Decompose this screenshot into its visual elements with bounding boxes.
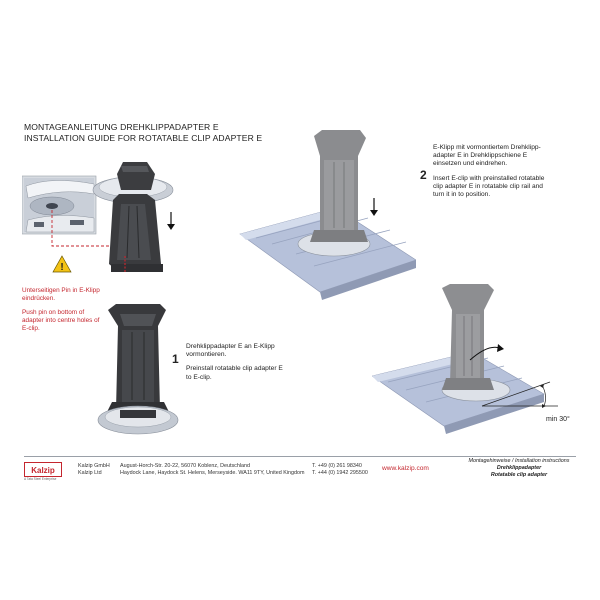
step2-german: E-Klipp mit vormontiertem Drehklipp-adap…: [433, 144, 541, 168]
step1-number: 1: [172, 352, 179, 366]
step1-english: Preinstall rotatable clip adapter E to E…: [186, 365, 283, 381]
rotation-arrow-icon: [469, 344, 504, 361]
address-uk: Haydock Lane, Haydock St. Helens, Mersey…: [120, 470, 305, 476]
clip-adapter-top-illustration: [92, 162, 175, 272]
step2-text: E-Klipp mit vormontiertem Drehklipp-adap…: [433, 144, 551, 205]
phone-uk: T. +44 (0) 1942 295500: [312, 470, 368, 476]
warning-note-english: Push pin on bottom of adapter into centr…: [22, 309, 100, 332]
doc-title-en: Rotatable clip adapter: [490, 472, 548, 478]
logo-subtitle: A Tata Steel Enterprise: [24, 477, 57, 481]
step1-illustration: [97, 304, 179, 435]
warning-note: Unterseitigen Pin in E-Klipp eindrücken.…: [22, 287, 102, 339]
svg-text:Kalzip: Kalzip: [31, 466, 55, 475]
footer-doc-info: Montagehinweise / Installation instructi…: [462, 458, 576, 479]
arrow-down-icon: [167, 212, 175, 230]
step3-illustration: [372, 284, 558, 434]
warning-note-german: Unterseitigen Pin in E-Klipp eindrücken.: [22, 287, 100, 302]
step2-english: Insert E-clip with preinstalled rotatabl…: [433, 174, 545, 199]
kalzip-logo: Kalzip A Tata Steel Enterprise: [24, 462, 62, 482]
svg-text:!: !: [60, 262, 63, 273]
company-de: Kalzip GmbH: [78, 463, 110, 469]
company-uk: Kalzip Ltd: [78, 470, 102, 476]
footer-divider: [24, 456, 576, 457]
warning-icon: !: [52, 255, 72, 273]
title-german: MONTAGEANLEITUNG DREHKLIPPADAPTER E: [24, 122, 219, 132]
angle-label: min 30°: [546, 416, 570, 423]
doc-title-de: Drehklippadapter: [496, 465, 542, 471]
doc-type: Montagehinweise / Installation instructi…: [468, 458, 570, 464]
footer-phone: T. +49 (0) 261 98340 T. +44 (0) 1942 295…: [312, 463, 368, 477]
phone-de: T. +49 (0) 261 98340: [312, 463, 362, 469]
arrow-down-icon: [370, 198, 378, 216]
step2-number: 2: [420, 168, 427, 182]
detail-inset-illustration: !: [22, 175, 123, 273]
title-english: INSTALLATION GUIDE FOR ROTATABLE CLIP AD…: [24, 133, 263, 143]
step1-german: Drehklippadapter E an E-Klipp vormontier…: [186, 343, 275, 359]
step2-illustration: [239, 130, 416, 300]
footer-company: Kalzip GmbH Kalzip Ltd: [78, 463, 110, 477]
step1-text: Drehklippadapter E an E-Klipp vormontier…: [186, 343, 286, 388]
address-de: August-Horch-Str. 20-22, 56070 Koblenz, …: [120, 463, 251, 469]
footer-address: August-Horch-Str. 20-22, 56070 Koblenz, …: [120, 463, 304, 477]
angle-indicator: [481, 381, 558, 408]
page-title: MONTAGEANLEITUNG DREHKLIPPADAPTER E INST…: [24, 122, 262, 144]
footer-website-link[interactable]: www.kalzip.com: [382, 465, 429, 472]
